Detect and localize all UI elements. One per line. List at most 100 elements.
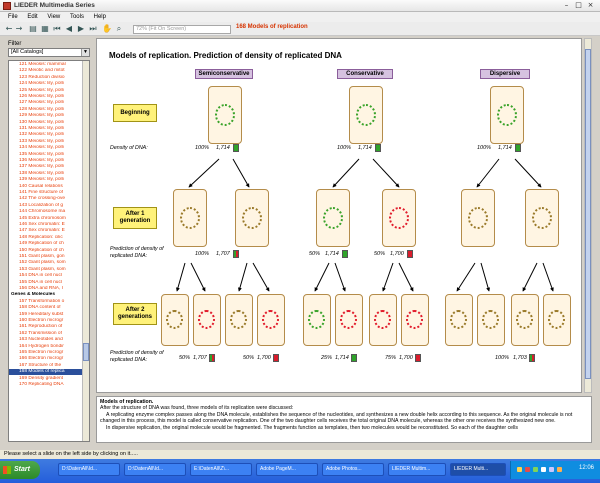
- task-button-2[interactable]: D:\DatenAll\Id...: [124, 463, 186, 476]
- dna-ring: [482, 310, 499, 329]
- tree-item[interactable]: 122 Meiotic and mitot: [19, 68, 65, 74]
- cell-disp-gen2-3: [511, 294, 539, 346]
- tree-item[interactable]: 152 Giant plasm, som: [19, 260, 66, 266]
- tree-item[interactable]: 146 Sex chromatin: E: [19, 222, 65, 227]
- tree-item[interactable]: 125 Meiosis: lily, polli: [19, 87, 64, 93]
- tree-item[interactable]: 154 DNA in cell nucl: [19, 273, 62, 279]
- tree-item[interactable]: 121 Meiosis: mammal: [19, 62, 66, 67]
- tree-item[interactable]: 151 Giant plasm, gon: [19, 254, 65, 259]
- tree-item[interactable]: 165 Electron microgr: [19, 350, 64, 355]
- tree-item[interactable]: 132 Meiosis: lily, polli: [19, 132, 64, 138]
- tree-item[interactable]: 169 Density gradient: [19, 375, 63, 381]
- tree-item[interactable]: 164 Hydrogen bondir: [19, 343, 64, 349]
- hand-icon[interactable]: ✋: [102, 24, 112, 33]
- back-icon[interactable]: ←: [5, 24, 13, 33]
- tree-item[interactable]: 143 Localization of g: [19, 202, 64, 208]
- density-bar: [407, 250, 413, 258]
- tree-item[interactable]: 163 Nucleotides and: [19, 337, 63, 343]
- tree-scrollbar[interactable]: [82, 61, 89, 441]
- tree-item[interactable]: 150 Replication of ch: [19, 247, 64, 253]
- task-button-4[interactable]: Adobe PageM...: [256, 463, 318, 476]
- last-slide-icon[interactable]: ⏭: [89, 24, 97, 33]
- tree-item[interactable]: 161 Reproduction of: [19, 324, 63, 330]
- density-bar: [515, 144, 521, 152]
- tree-item[interactable]: 162 Transmission of: [19, 330, 62, 336]
- tree-item[interactable]: 124 Meiosis: lily, polli: [19, 81, 64, 87]
- menu-edit[interactable]: Edit: [27, 14, 38, 20]
- windows-logo-icon: [3, 466, 11, 474]
- tree-item[interactable]: 158 DNA content of: [19, 305, 61, 311]
- description-title: Models of replication.: [100, 399, 154, 405]
- tree-item[interactable]: 147 Sex chromatin: E: [19, 228, 65, 234]
- first-slide-icon[interactable]: ⏮: [53, 24, 61, 33]
- maximize-button[interactable]: □: [575, 1, 582, 9]
- print-icon[interactable]: ▦: [41, 24, 49, 33]
- tree-item[interactable]: 140 Causal relations: [19, 183, 63, 189]
- tree-item[interactable]: 149 Replication of ch: [19, 241, 64, 247]
- tree-item[interactable]: 139 Meiosis: lily, polli: [19, 177, 64, 183]
- close-button[interactable]: ×: [587, 1, 594, 9]
- chevron-down-icon[interactable]: ▼: [81, 49, 89, 56]
- tree-item[interactable]: 160 Electron microgr: [19, 318, 64, 323]
- tree-group[interactable]: Genes & Molecules: [11, 292, 55, 298]
- task-button-6[interactable]: LIEDER Multim...: [388, 463, 446, 476]
- tree-item[interactable]: 137 Meiosis: lily, polli: [19, 164, 64, 170]
- tray-icon[interactable]: [541, 467, 546, 472]
- slide-scrollbar-thumb[interactable]: [585, 49, 591, 379]
- filter-select[interactable]: [All Catalogs] ▼: [8, 48, 90, 57]
- task-button-1[interactable]: D:\DatenAll\Id...: [58, 463, 120, 476]
- tree-item[interactable]: 142 The crossing-ove: [19, 196, 66, 202]
- task-button-3[interactable]: E:\DatenAll\Z\...: [190, 463, 252, 476]
- next-slide-icon[interactable]: ▶: [77, 24, 85, 33]
- value-disp-gen2-pct: 100%: [495, 355, 510, 361]
- tree-item[interactable]: 157 Transformation o: [19, 298, 65, 304]
- tray-icon[interactable]: [557, 467, 562, 472]
- tree-item[interactable]: 153 Giant plasm, som: [19, 266, 66, 272]
- tree-item[interactable]: 167 Structure of the: [19, 362, 62, 368]
- slide-scrollbar[interactable]: [584, 38, 592, 393]
- tree-item[interactable]: 148 Replication: cilic: [19, 234, 63, 240]
- zoom-icon[interactable]: ⌕: [116, 24, 122, 33]
- density-bar: [375, 144, 381, 152]
- tree-item[interactable]: 144 Chromosome ma: [19, 209, 66, 215]
- tree-item[interactable]: 131 Meiosis: lily, polli: [19, 126, 64, 131]
- menu-help[interactable]: Help: [93, 14, 106, 20]
- tray-icon[interactable]: [517, 467, 522, 472]
- open-folder-icon[interactable]: ▤: [29, 24, 37, 33]
- forward-icon[interactable]: →: [15, 24, 23, 33]
- tree-item[interactable]: 156 DNA and RNA, I: [19, 286, 63, 291]
- tray-icon[interactable]: [525, 467, 530, 472]
- start-button[interactable]: Start: [0, 461, 40, 479]
- tree-item[interactable]: 145 Extra chromosom: [19, 215, 66, 221]
- minimize-button[interactable]: –: [564, 1, 569, 9]
- tray-icon[interactable]: [533, 467, 538, 472]
- prev-slide-icon[interactable]: ◀: [65, 24, 73, 33]
- zoom-select[interactable]: 72% (Fit On Screen): [133, 25, 231, 34]
- tree-item[interactable]: 141 Fine structure of: [19, 190, 63, 195]
- tray-icon[interactable]: [549, 467, 554, 472]
- tree-item[interactable]: 129 Meiosis: lily, polli: [19, 113, 64, 119]
- tree-item[interactable]: 134 Meiosis: lily, polli: [19, 145, 64, 151]
- tree-item[interactable]: 130 Meiosis: lily, polli: [19, 119, 64, 125]
- tree-item[interactable]: 136 Meiosis: lily, polli: [19, 158, 64, 163]
- tree-item[interactable]: 126 Meiosis: lily, polli: [19, 94, 64, 99]
- tree-item[interactable]: 123 Reduction divisio: [19, 74, 65, 80]
- tree-item[interactable]: 138 Meiosis: lily, polli: [19, 170, 64, 176]
- menu-file[interactable]: File: [8, 14, 18, 20]
- tree-scrollbar-thumb[interactable]: [83, 343, 89, 361]
- tree-item[interactable]: 155 DNA in cell nucl: [19, 279, 62, 285]
- menu-view[interactable]: View: [47, 14, 61, 20]
- cell-disp-gen2-2: [477, 294, 505, 346]
- tree-item[interactable]: 127 Meiosis: lily, polli: [19, 100, 64, 106]
- menu-tools[interactable]: Tools: [69, 14, 84, 20]
- tree-item[interactable]: 166 Electron microgr: [19, 356, 64, 362]
- tree-item[interactable]: 170 Replicating DNA: [19, 382, 64, 387]
- tree-item[interactable]: 168 Models of replica: [9, 369, 83, 376]
- tree-item[interactable]: 133 Meiosis: lily, polli: [19, 138, 64, 144]
- task-button-7[interactable]: LIEDER Multi...: [450, 463, 506, 476]
- tree-item[interactable]: 135 Meiosis: lily, polli: [19, 151, 64, 157]
- tree-item[interactable]: 128 Meiosis: lily, polli: [19, 106, 64, 112]
- tree-item[interactable]: 159 Hereditary subst: [19, 311, 64, 317]
- task-button-5[interactable]: Adobe Photos...: [322, 463, 384, 476]
